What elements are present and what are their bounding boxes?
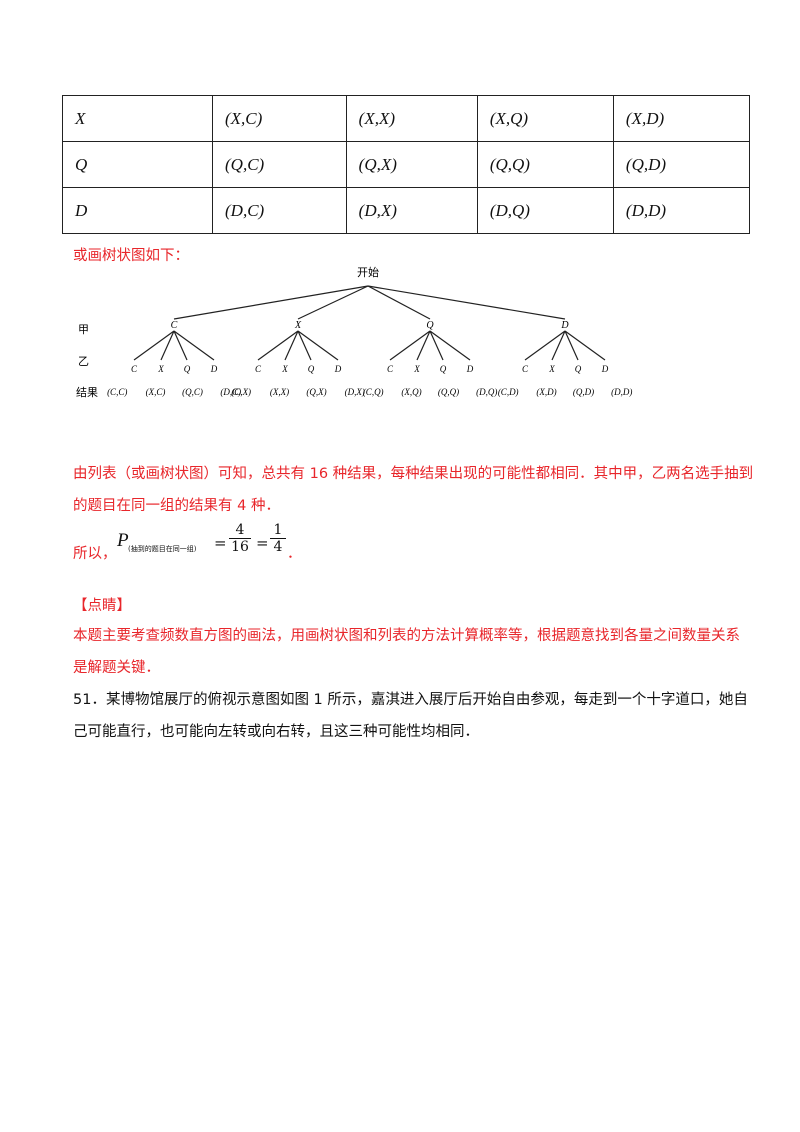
tree-node-second: Q (184, 364, 191, 374)
tree-node-second: X (281, 364, 288, 374)
tree-result: (X,Q) (401, 387, 421, 397)
tree-node-second: D (466, 364, 474, 374)
tree-node-second: X (157, 364, 164, 374)
tree-result: (X,C) (146, 387, 166, 397)
formula-end: ． (287, 546, 302, 562)
tree-node-first: Q (426, 320, 434, 331)
tree-branch (173, 285, 369, 320)
table-cell: (X,C) (212, 95, 347, 142)
tree-node-second: C (522, 364, 529, 374)
tree-branch (551, 330, 566, 361)
tree-result: (D,X) (345, 387, 365, 397)
tree-node-second: D (210, 364, 218, 374)
tree-branch (297, 285, 369, 320)
tree-result: (D,D) (611, 387, 632, 397)
tree-branch (284, 330, 299, 361)
table-cell: (X,Q) (476, 95, 614, 142)
conclusion-line-2: 的题目在同一组的结果有 4 种． (73, 498, 280, 514)
table-cell: (Q,X) (345, 141, 478, 188)
tree-result: (Q,Q) (438, 387, 459, 397)
tree-node-first: X (294, 320, 302, 331)
fraction-4-16: 4 16 (229, 522, 251, 555)
tree-result: (D,C) (220, 387, 241, 397)
tree-branch (416, 330, 431, 361)
tree-branch (564, 330, 606, 361)
table-cell: (D,Q) (476, 187, 614, 234)
tree-branch (367, 285, 566, 320)
fraction-denominator: 16 (231, 539, 249, 555)
tree-node-first: D (560, 320, 569, 331)
tree-branch (389, 330, 431, 361)
comment-heading: 【点睛】 (73, 598, 131, 614)
tree-branch (367, 285, 431, 320)
row-header: D (62, 187, 213, 234)
tree-node-second: X (548, 364, 555, 374)
table-cell: (D,C) (212, 187, 347, 234)
table-cell: (Q,C) (212, 141, 347, 188)
question-line-2: 己可能直行，也可能向左转或向右转，且这三种可能性均相同． (73, 724, 479, 740)
tree-diagram: 开始 甲 乙 结果 C C (C,C) X (X,C) Q (Q,C) D (D,C) X C (C,… (76, 265, 632, 399)
row-header: X (62, 95, 213, 142)
probability-subscript: (抽到的题目在同一组) (128, 545, 197, 553)
tree-node-second: D (601, 364, 609, 374)
tree-result: (C,C) (107, 387, 127, 397)
table-row: D (D,C) (D,X) (D,Q) (D,D) (62, 187, 751, 234)
tree-result: (Q,D) (573, 387, 594, 397)
probability-formula: 所以， P (抽到的题目在同一组) = 4 16 = 1 4 ． (73, 522, 302, 562)
table-row: Q (Q,C) (Q,X) (Q,Q) (Q,D) (62, 141, 751, 188)
tree-result: (C,X) (231, 387, 251, 397)
tree-node-second: C (387, 364, 394, 374)
conclusion-line-1: 由列表（或画树状图）可知，总共有 16 种结果，每种结果出现的可能性都相同．其中… (73, 466, 754, 482)
tree-branch (524, 330, 566, 361)
tree-branch (429, 330, 444, 361)
tree-branch (429, 330, 471, 361)
tree-root: 开始 (357, 265, 379, 279)
table-cell: (X,X) (345, 95, 478, 142)
tree-branch (297, 330, 312, 361)
tree-result: (D,Q) (476, 387, 497, 397)
question-line-1: 51．某博物馆展厅的俯视示意图如图 1 所示，嘉淇进入展厅后开始自由参观，每走到… (73, 692, 748, 708)
level1-label: 甲 (78, 323, 89, 336)
tree-node-second: X (413, 364, 420, 374)
fraction-denominator: 4 (273, 539, 283, 555)
tree-node-second: Q (440, 364, 447, 374)
tree-branch (257, 330, 299, 361)
table-cell: (Q,D) (612, 141, 751, 188)
result-label: 结果 (76, 386, 98, 399)
table-cell: (D,X) (345, 187, 478, 234)
fraction-1-4: 1 4 (270, 522, 286, 555)
tree-node-second: C (131, 364, 138, 374)
tree-result: (X,D) (536, 387, 556, 397)
tree-result: (C,D) (498, 387, 519, 397)
tree-node-first: C (171, 320, 178, 331)
tree-branch (133, 330, 175, 361)
tree-result: (Q,X) (306, 387, 326, 397)
tree-result: (C,Q) (363, 387, 384, 397)
table-cell: (D,D) (612, 187, 751, 234)
tree-branch (564, 330, 579, 361)
tree-intro: 或画树状图如下： (73, 248, 189, 264)
tree-node-second: C (255, 364, 262, 374)
tree-node-second: D (334, 364, 342, 374)
table-cell: (X,D) (612, 95, 751, 142)
outcome-table: X (X,C) (X,X) (X,Q) (X,D) Q (Q,C) (Q,X) … (62, 95, 751, 234)
fraction-numerator: 4 (235, 522, 245, 538)
tree-result: (Q,C) (182, 387, 203, 397)
formula-prefix: 所以， (73, 546, 117, 562)
table-row: X (X,C) (X,X) (X,Q) (X,D) (62, 95, 751, 142)
tree-result: (X,X) (270, 387, 289, 397)
tree-node-second: Q (308, 364, 315, 374)
tree-branch (173, 330, 188, 361)
comment-line-1: 本题主要考查频数直方图的画法，用画树状图和列表的方法计算概率等，根据题意找到各量… (73, 628, 740, 644)
comment-line-2: 是解题关键． (73, 660, 160, 676)
tree-branch (297, 330, 339, 361)
tree-branch (173, 330, 215, 361)
level2-label: 乙 (78, 355, 89, 368)
probability-symbol: P (117, 530, 129, 551)
tree-node-second: Q (575, 364, 582, 374)
fraction-numerator: 1 (273, 522, 283, 538)
table-cell: (Q,Q) (476, 141, 614, 188)
tree-branch (160, 330, 175, 361)
row-header: Q (62, 141, 213, 188)
